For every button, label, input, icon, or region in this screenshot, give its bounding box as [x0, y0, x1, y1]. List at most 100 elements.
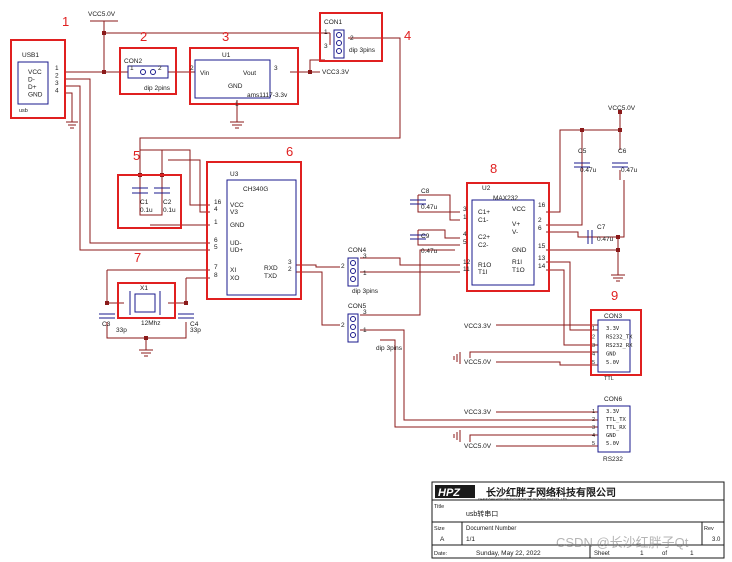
section-number-6: 6: [286, 144, 293, 159]
u2-pin-num: 1: [463, 214, 467, 221]
con2-pin2: 2: [158, 65, 162, 72]
u2-pin-label: R1O: [478, 262, 491, 269]
c1-value: 0.1u: [140, 207, 153, 214]
con3-sub: TTL: [604, 376, 614, 382]
con5-pin2: 2: [341, 322, 345, 329]
u2-name: U2: [482, 185, 491, 192]
title-block-frame: [431, 481, 725, 559]
u1-vout: Vout: [243, 70, 256, 77]
usb1-pin-label: D+: [28, 84, 37, 91]
box-u1: [189, 47, 299, 105]
u2-pin-num: 11: [463, 266, 470, 273]
section-number-1: 1: [62, 14, 69, 29]
u3-pin-num: 2: [288, 266, 292, 273]
con4-pin2: 2: [341, 263, 345, 270]
size-label: Size: [434, 526, 445, 532]
u2-pin-label: C2+: [478, 234, 490, 241]
size-value: A: [440, 536, 445, 543]
rev-label: Rev: [704, 526, 714, 532]
con1-pin1: 1: [324, 29, 328, 36]
con5-pin1: 1: [363, 327, 367, 334]
u3-pin-num: 7: [214, 264, 218, 271]
c1-name: C1: [140, 199, 149, 206]
u3-pin-num: 16: [214, 199, 222, 206]
u2-pin-num: 13: [538, 255, 546, 262]
box-usb: [10, 39, 66, 119]
con4-pin3: 3: [363, 253, 367, 260]
of-label: of: [662, 551, 667, 557]
con6-pin-label: 5.0V: [606, 441, 620, 447]
con3-pin-label: 5.0V: [606, 360, 620, 366]
con6-pin-label: TTL_TX: [606, 417, 627, 423]
c3-name: C3: [102, 321, 111, 328]
u3-pin-label: XI: [230, 267, 236, 274]
con1-name: CON1: [324, 19, 342, 26]
date-label: Date:: [434, 551, 448, 557]
u3-pin-label: VCC: [230, 202, 244, 209]
c3-value: 33p: [116, 327, 127, 334]
sheet-number: 1: [640, 550, 644, 557]
title-company-en: CHANGSHA HONGPANGZI NETWORK TECHNOLOGY C…: [478, 497, 568, 501]
date-value: Sunday, May 22, 2022: [476, 550, 541, 557]
title-company: 长沙红胖子网络科技有限公司: [486, 486, 616, 499]
u1-name: U1: [222, 52, 231, 59]
box-max232: [466, 182, 550, 292]
title-value: usb转串口: [466, 509, 498, 518]
u3-pin-num: 5: [214, 244, 218, 251]
rev-value: 3.0: [712, 537, 721, 543]
con6-pin-label: TTL_RX: [606, 425, 627, 431]
net-vcc33-con3: VCC3.3V: [464, 323, 492, 330]
con5-name: CON5: [348, 303, 366, 310]
box-crystal: [117, 282, 176, 319]
box-ch340: [206, 161, 302, 300]
hpz-logo: HPZ: [435, 485, 475, 499]
u2-pin-label: T1O: [512, 267, 525, 274]
con1-sub: dip 3pins: [349, 47, 376, 54]
con6-pin-label: GND: [606, 433, 616, 439]
c6-name: C6: [618, 148, 627, 155]
con6-name: CON6: [604, 396, 622, 403]
usb1-pin-num: 4: [55, 88, 59, 95]
csdn-watermark: CSDN @长沙红胖子Qt: [556, 535, 689, 550]
c9-name: C9: [421, 233, 430, 240]
u3-pin-num: 4: [214, 206, 218, 213]
con6-pin-label: 3.3V: [606, 409, 620, 415]
u2-pin-num: 2: [538, 217, 542, 224]
con6-pin-num: 2: [592, 417, 595, 423]
usb1-pin-label: GND: [28, 92, 43, 99]
con3-pin-label: 3.3V: [606, 326, 620, 332]
u2-pin-num: 4: [463, 231, 467, 238]
con6-sub: RS232: [603, 456, 623, 463]
section-number-4: 4: [404, 28, 411, 43]
u2-pin-num: 16: [538, 202, 546, 209]
u2-pin-label: V+: [512, 221, 520, 228]
components: [17, 29, 631, 453]
c6-value: 0.47u: [621, 167, 638, 174]
usb1-name: USB1: [22, 52, 39, 59]
usb1-sub: usb: [19, 108, 28, 114]
annotation-boxes: [10, 12, 642, 376]
u1-part: ams1117-3.3v: [247, 92, 288, 99]
section-number-3: 3: [222, 29, 229, 44]
usb1-pin-num: 3: [55, 80, 59, 87]
con6-pin-num: 1: [592, 409, 595, 415]
net-vcc50-con6: VCC5.0V: [464, 443, 492, 450]
u2-part: MAX232: [493, 195, 518, 202]
docnum-label: Document Number: [466, 526, 516, 532]
net-vcc33-u1: VCC3.3V: [322, 69, 350, 76]
con5-pin3: 3: [363, 309, 367, 316]
con3-pin-label: RS232_RX: [606, 343, 633, 349]
net-vcc50-con3: VCC5.0V: [464, 359, 492, 366]
section-number-7: 7: [134, 250, 141, 265]
u3-pin-num: 1: [214, 219, 218, 226]
usb1-pin-num: 1: [55, 65, 59, 72]
u2-pin-label: C2-: [478, 242, 488, 249]
u3-pin-label: UD-: [230, 240, 242, 247]
con4-pin1: 1: [363, 270, 367, 277]
u3-pin-label: V3: [230, 209, 238, 216]
c7-value: 0.47u: [597, 236, 614, 243]
con6-pin-num: 4: [592, 433, 595, 439]
